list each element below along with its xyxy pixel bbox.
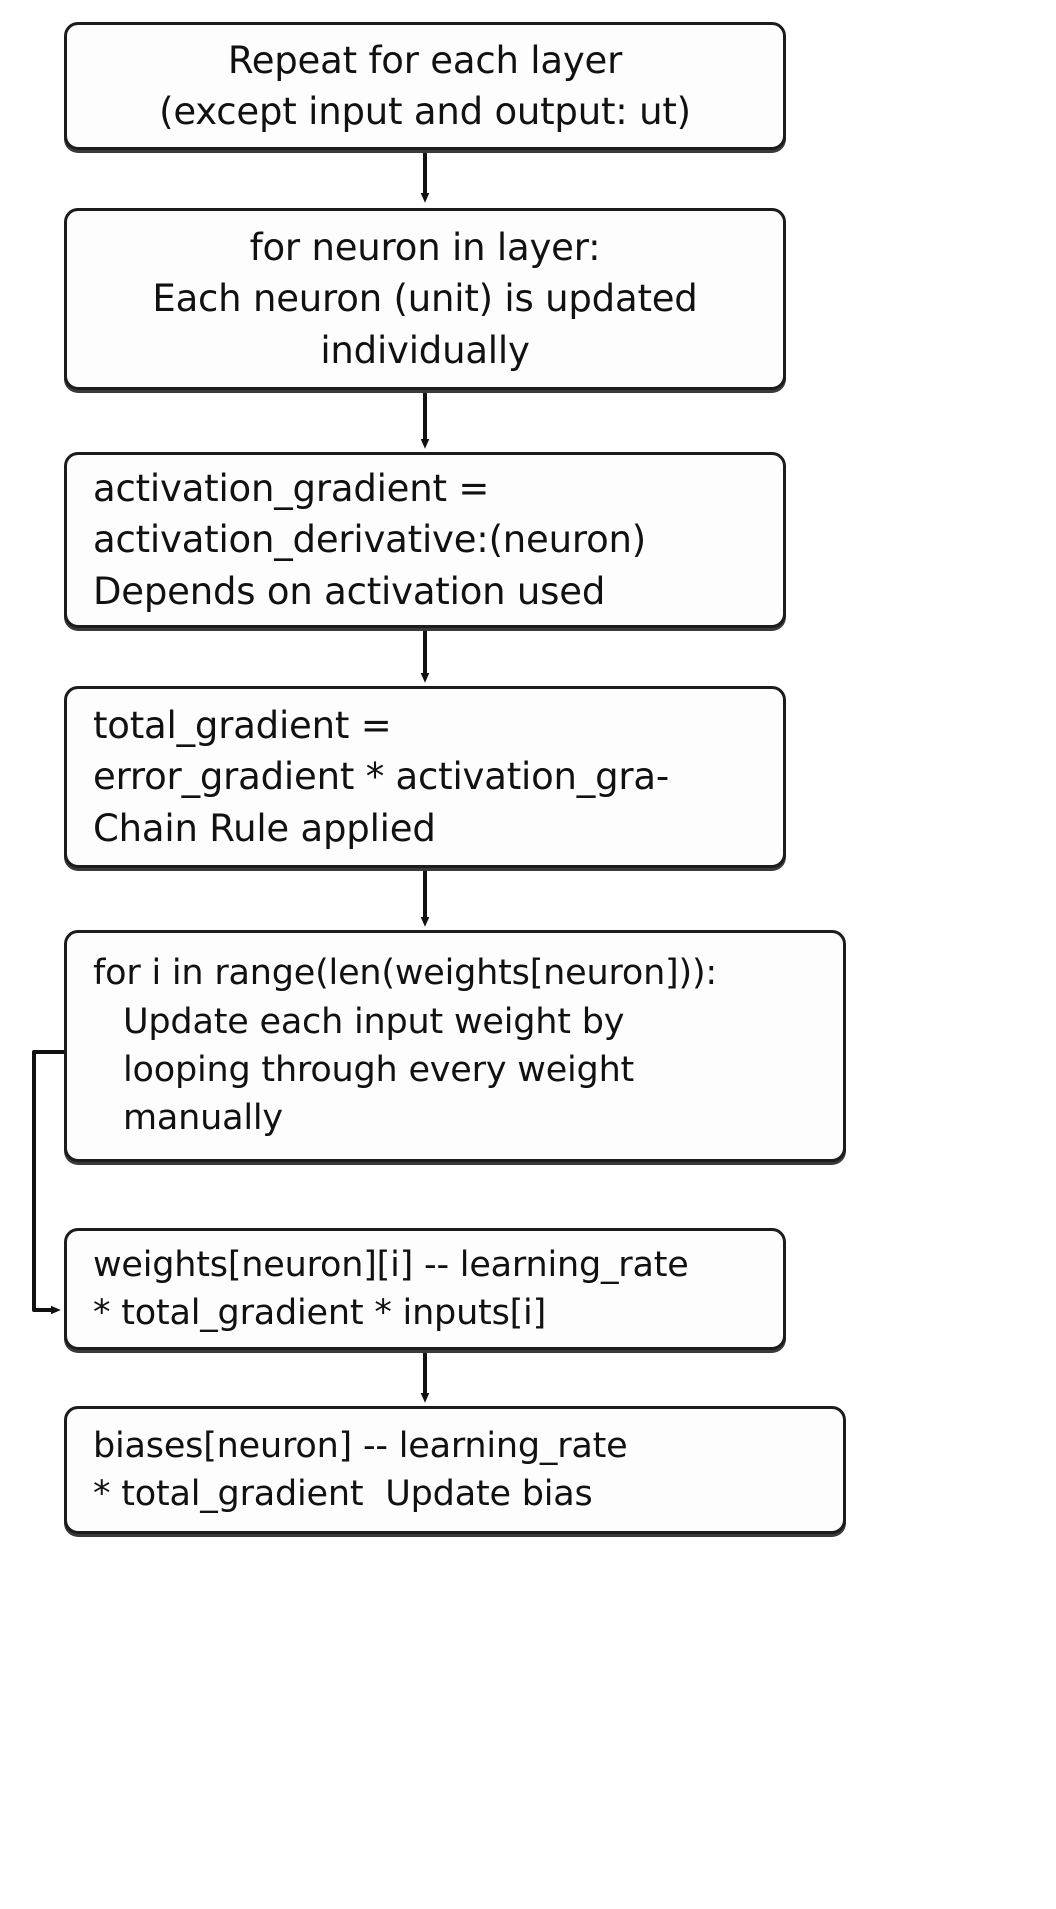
node-for-i-range-line-4: manually	[123, 1098, 283, 1139]
node-activation-gradient-line-3: Depends on activation used	[93, 569, 606, 613]
node-for-neuron-line-3: individually	[320, 328, 530, 372]
node-for-i-range-line-1: for i in range(len(weights[neuron])):	[93, 953, 718, 994]
node-update-weights-line-2: * total_gradient * inputs[i]	[93, 1293, 547, 1333]
node-for-i-range-line-3: looping through every weight	[123, 1050, 635, 1090]
node-total-gradient-line-3: Chain Rule applied	[93, 806, 436, 850]
node-total-gradient[interactable]: total_gradient = error_gradient * activa…	[64, 686, 786, 868]
node-total-gradient-line-1: total_gradient =	[93, 704, 392, 748]
node-for-neuron[interactable]: for neuron in layer: Each neuron (unit) …	[64, 208, 786, 390]
node-for-i-range[interactable]: for i in range(len(weights[neuron])): Up…	[64, 930, 846, 1162]
node-for-neuron-line-1: for neuron in layer:	[249, 226, 601, 270]
node-activation-gradient-line-1: activation_gradient =	[93, 467, 490, 511]
node-update-biases[interactable]: biases[neuron] -- learning_rate * total_…	[64, 1406, 846, 1534]
node-update-weights[interactable]: weights[neuron][i] -- learning_rate * to…	[64, 1228, 786, 1350]
node-activation-gradient[interactable]: activation_gradient = activation_derivat…	[64, 452, 786, 628]
node-total-gradient-line-2: error_gradient * activation_gra-	[93, 755, 670, 799]
node-for-neuron-line-2: Each neuron (unit) is updated	[152, 277, 698, 321]
node-update-weights-line-1: weights[neuron][i] -- learning_rate	[93, 1244, 689, 1285]
node-repeat-layer[interactable]: Repeat for each layer (except input and …	[64, 22, 786, 150]
node-update-biases-line-2: * total_gradient Update bias	[93, 1474, 593, 1514]
node-update-biases-line-1: biases[neuron] -- learning_rate	[93, 1425, 628, 1466]
node-repeat-layer-line-1: Repeat for each layer	[227, 38, 623, 82]
node-activation-gradient-line-2: activation_derivative:(neuron)	[93, 518, 646, 562]
node-for-i-range-line-2: Update each input weight by	[123, 1001, 625, 1042]
arrow-for-i-range-loop-to-update-weights	[32, 1050, 66, 1315]
node-repeat-layer-line-2: (except input and output: ut)	[159, 90, 691, 133]
